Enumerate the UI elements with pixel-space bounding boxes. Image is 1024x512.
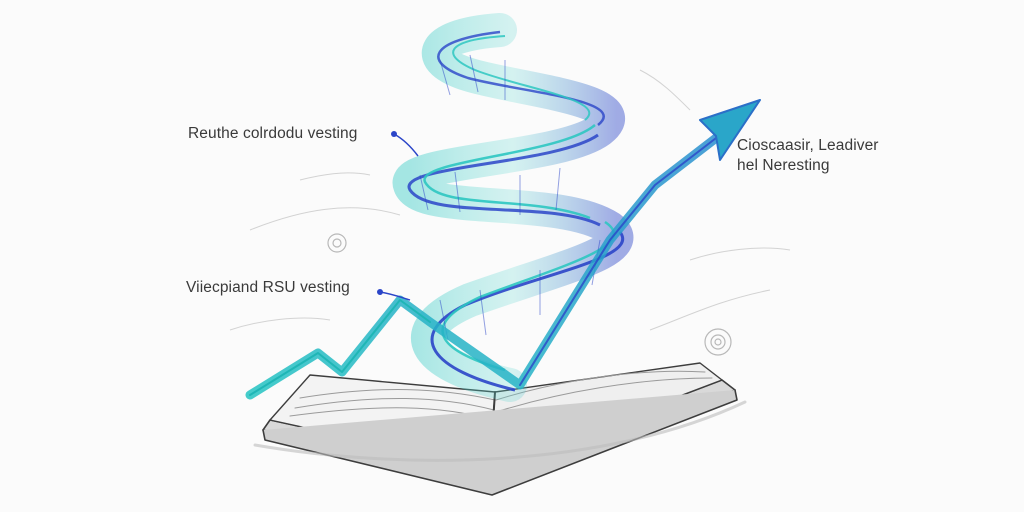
upward-arrow-icon: [245, 99, 761, 400]
swirl-doodle-left: [327, 233, 347, 253]
ribbon-spiral-icon: [392, 13, 634, 402]
open-book-icon: [253, 362, 747, 496]
label-pointer-dots: [377, 131, 419, 301]
label-right-line1: Cioscaasir, Leadiver: [737, 137, 879, 154]
label-right-line2: hel Neresting: [737, 157, 830, 174]
label-top-left: Reuthe colrdodu vesting: [188, 125, 358, 142]
label-right: Cioscaasir, Leadiver hel Neresting: [737, 136, 879, 176]
label-mid-left: Viiecpiand RSU vesting: [186, 279, 350, 296]
background-pencil-strokes: [229, 69, 791, 331]
swirl-doodle-right: [704, 328, 732, 356]
